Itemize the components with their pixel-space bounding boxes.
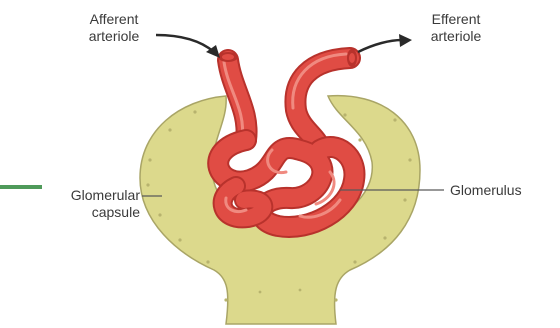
afferent-arteriole-label: Afferent arteriole — [66, 11, 162, 45]
glomerulus-label-text: Glomerulus — [450, 182, 522, 199]
capsule-label-line2: capsule — [44, 204, 140, 221]
glomerular-capsule-shape — [140, 96, 420, 324]
efferent-label-line1: Efferent — [408, 11, 504, 28]
capsule-label-line1: Glomerular — [44, 187, 140, 204]
afferent-label-line1: Afferent — [66, 11, 162, 28]
glomerulus-tuft — [218, 140, 354, 227]
left-edge-bar — [0, 185, 42, 189]
afferent-arrow-line — [156, 35, 214, 52]
afferent-label-line2: arteriole — [66, 28, 162, 45]
efferent-arrow-line — [358, 40, 402, 52]
glomerulus-label: Glomerulus — [450, 182, 522, 199]
efferent-label-line2: arteriole — [408, 28, 504, 45]
efferent-arteriole-label: Efferent arteriole — [408, 11, 504, 45]
glomerular-capsule-label: Glomerular capsule — [44, 187, 140, 221]
